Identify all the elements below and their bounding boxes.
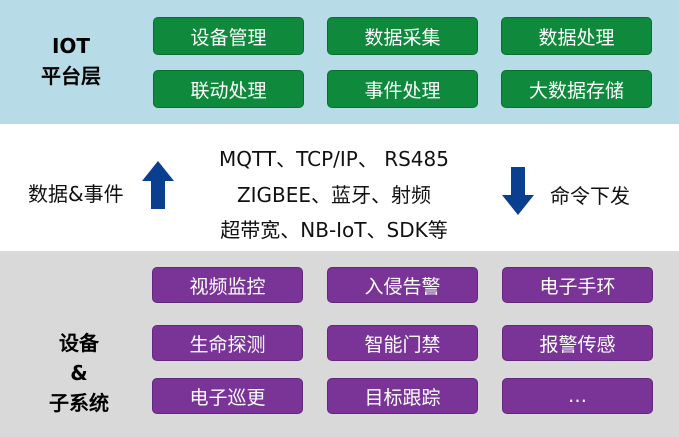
subsystem-target-tracking[interactable]: 目标跟踪 — [327, 378, 478, 414]
subsystem-smart-access-control[interactable]: 智能门禁 — [327, 325, 478, 361]
module-linkage-processing[interactable]: 联动处理 — [153, 70, 304, 108]
platform-title-line2: 平台层 — [41, 64, 101, 88]
subsystem-video-surveillance[interactable]: 视频监控 — [152, 267, 303, 303]
protocols-line-1: MQTT、TCP/IP、 RS485 — [219, 147, 449, 171]
platform-layer-title: IOT 平台层 — [26, 31, 116, 91]
subsystem-intrusion-alarm[interactable]: 入侵告警 — [327, 267, 478, 303]
protocols-line-3: 超带宽、NB-IoT、SDK等 — [220, 218, 448, 242]
module-big-data-storage[interactable]: 大数据存储 — [501, 70, 652, 108]
arrow-up-icon — [142, 161, 174, 209]
subsystem-more[interactable]: … — [502, 378, 653, 414]
platform-title-line1: IOT — [51, 34, 91, 58]
device-title-line3: 子系统 — [49, 391, 109, 415]
downward-command-label: 命令下发 — [550, 184, 630, 208]
arrow-down-icon — [502, 167, 534, 215]
subsystem-electronic-bracelet[interactable]: 电子手环 — [502, 267, 653, 303]
device-layer-title: 设备 & 子系统 — [34, 328, 124, 418]
upward-data-label: 数据&事件 — [28, 182, 124, 206]
protocols-line-2: ZIGBEE、蓝牙、射频 — [236, 183, 432, 207]
module-data-processing[interactable]: 数据处理 — [501, 17, 652, 55]
subsystem-alarm-sensor[interactable]: 报警传感 — [502, 325, 653, 361]
module-data-collection[interactable]: 数据采集 — [327, 17, 478, 55]
module-device-management[interactable]: 设备管理 — [153, 17, 304, 55]
subsystem-life-detection[interactable]: 生命探测 — [152, 325, 303, 361]
module-event-processing[interactable]: 事件处理 — [327, 70, 478, 108]
device-title-line1: 设备 — [59, 331, 99, 355]
subsystem-electronic-patrol[interactable]: 电子巡更 — [152, 378, 303, 414]
device-title-line2: & — [70, 361, 88, 385]
